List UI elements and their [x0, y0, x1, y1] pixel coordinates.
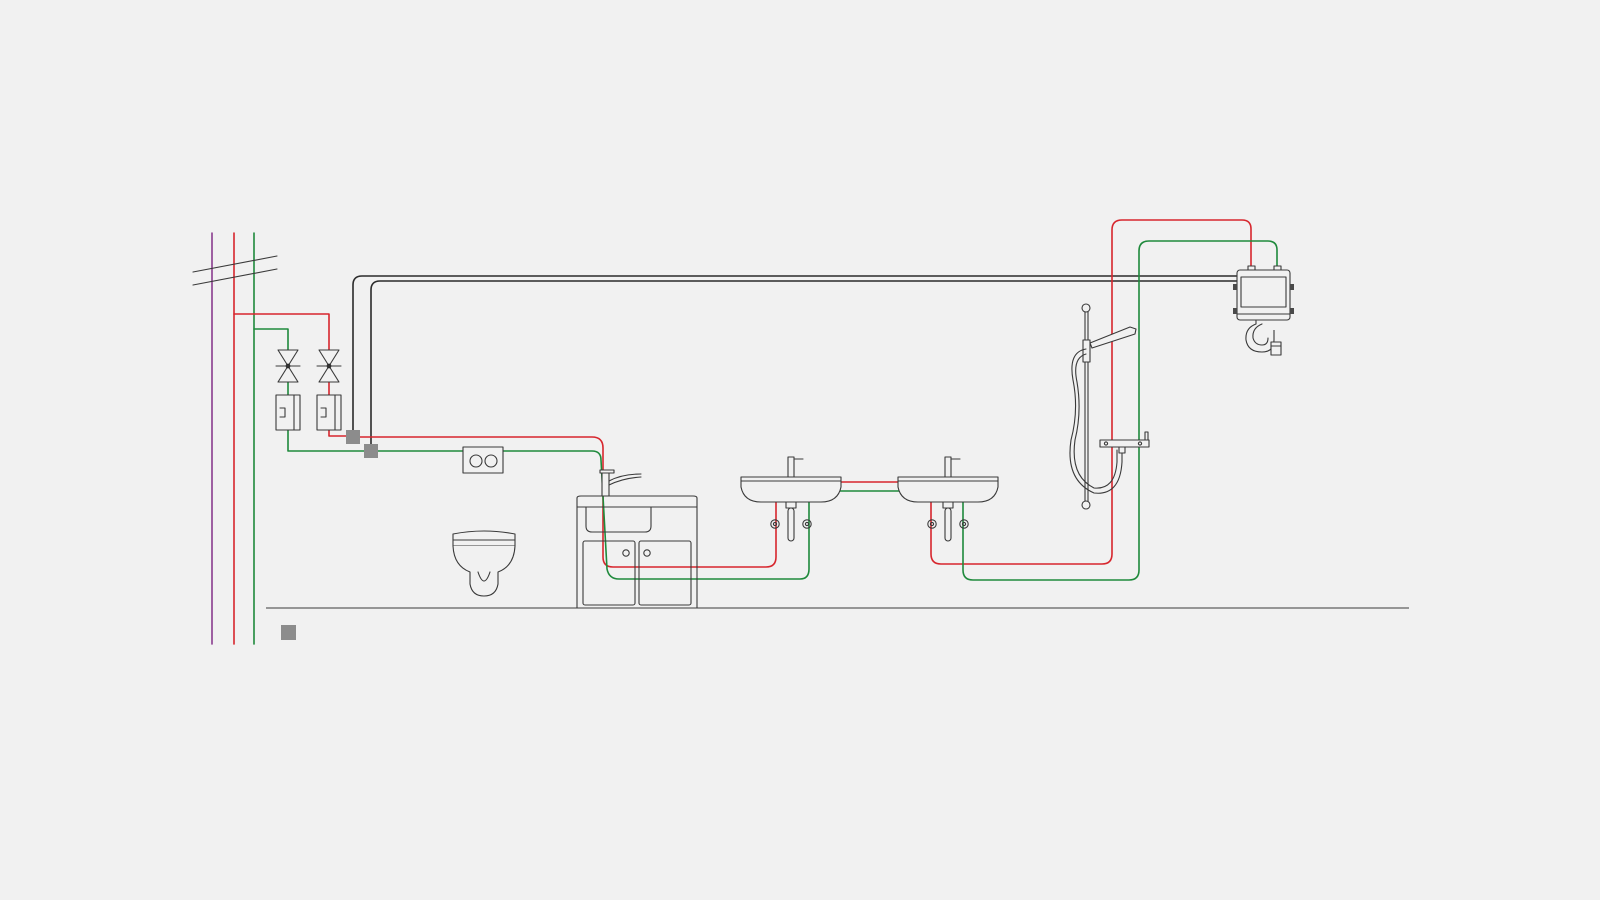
washbasin-icon: [897, 456, 999, 542]
junction-box-icon: [281, 625, 296, 640]
valve-icon: [316, 349, 342, 383]
control-cable: [370, 280, 1238, 452]
control-cable: [352, 275, 1238, 438]
junction-box-icon: [346, 430, 360, 444]
water-meters: [275, 394, 342, 431]
washbasin-icon: [740, 456, 842, 542]
legend: [281, 625, 296, 640]
cold-water-branch: [253, 328, 372, 452]
cold-water-lines: [253, 240, 1278, 581]
valve-icon: [275, 349, 301, 383]
wall-break-line-top: [192, 255, 278, 273]
control-unit-icon: [1233, 265, 1294, 356]
wall-break-line-bottom: [192, 268, 278, 286]
sink-cabinet-icon: [576, 469, 698, 609]
flush-plate-icon: [462, 446, 504, 474]
toilet-icon: [452, 530, 516, 597]
meter-icon: [275, 394, 301, 431]
cold-water-line: [370, 240, 1278, 581]
hot-water-line: [352, 219, 1252, 568]
junction-box-icon: [364, 444, 378, 458]
kitchen-faucet-icon: [599, 469, 642, 497]
shower-rail-icon: [1069, 303, 1150, 510]
meter-icon: [316, 394, 342, 431]
shut-off-valves: [275, 349, 342, 383]
hot-water-lines: [233, 219, 1252, 568]
risers: [192, 232, 278, 645]
control-cables: [352, 275, 1238, 452]
